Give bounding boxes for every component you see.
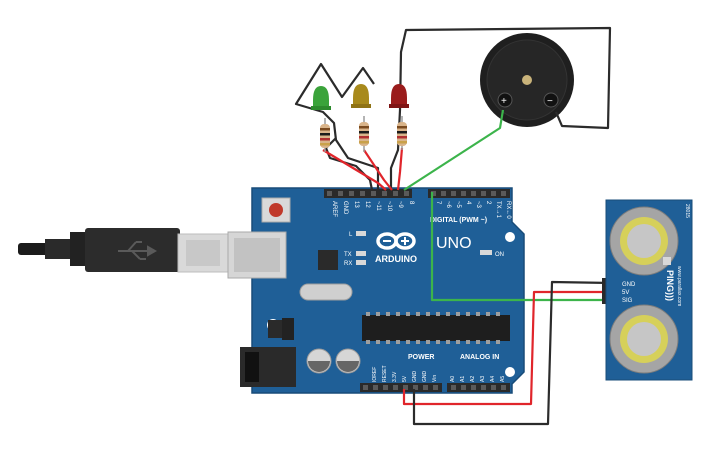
digital-header-right bbox=[428, 189, 510, 198]
sensor-led bbox=[663, 257, 671, 265]
pin-label-a0: A0 bbox=[450, 376, 456, 382]
voltage-regulator bbox=[268, 320, 282, 338]
pin-label-a4: A4 bbox=[490, 376, 496, 382]
pin-label-8: 8 bbox=[408, 201, 414, 205]
pin-label-0: RX←0 bbox=[505, 201, 511, 219]
status-leds: L TX RX bbox=[344, 231, 366, 267]
arduino-logo-icon bbox=[376, 232, 416, 250]
svg-text:L: L bbox=[349, 232, 353, 238]
svg-text:RX: RX bbox=[344, 261, 352, 267]
wire-buzzer-ground bbox=[389, 26, 612, 190]
pin-label-5: ~5 bbox=[455, 201, 461, 209]
power-led bbox=[480, 250, 492, 255]
power-label: POWER bbox=[408, 354, 434, 361]
buzzer-minus-label: − bbox=[547, 96, 553, 107]
atmega-chip bbox=[362, 315, 510, 341]
resistor-3 bbox=[397, 116, 407, 150]
wire-ground-led bbox=[294, 62, 380, 190]
sensor-name: PING))) bbox=[665, 270, 675, 301]
pin-label-a5: A5 bbox=[500, 376, 506, 382]
led-red bbox=[389, 84, 409, 108]
sensor-pin-sig: SIG bbox=[622, 298, 633, 304]
wire-led-yellow bbox=[363, 149, 393, 191]
pin-label-aref: AREF bbox=[331, 201, 337, 217]
pin-label-1: TX→1 bbox=[495, 201, 501, 219]
pin-label-reset: RESET bbox=[382, 365, 388, 382]
usb-cable bbox=[18, 228, 229, 273]
pin-label-vin: Vin bbox=[432, 375, 438, 382]
digital-header-label: DIGITAL (PWM ~) bbox=[430, 217, 487, 224]
usb-chip bbox=[318, 250, 338, 270]
pin-label-a2: A2 bbox=[470, 376, 476, 382]
analog-label: ANALOG IN bbox=[460, 354, 499, 361]
on-label: ON bbox=[495, 252, 504, 258]
pin-label-2: 2 bbox=[485, 201, 491, 205]
pin-label-11: ~11 bbox=[375, 201, 381, 211]
model-text: UNO bbox=[436, 235, 472, 252]
sensor-pin-gnd: GND bbox=[622, 282, 636, 288]
pin-label-10: ~10 bbox=[386, 201, 392, 212]
buzzer-plus-label: + bbox=[501, 96, 507, 107]
sensor-pin-5v: 5V bbox=[622, 290, 629, 296]
analog-header bbox=[447, 383, 510, 392]
piezo-buzzer: + − bbox=[480, 33, 574, 127]
wires bbox=[294, 26, 613, 426]
brand-text: ARDUINO bbox=[375, 254, 417, 264]
pin-label-9: ~9 bbox=[397, 201, 403, 209]
led-green bbox=[311, 86, 331, 110]
pin-label-gnd-1: GND bbox=[412, 371, 418, 383]
pin-label-a3: A3 bbox=[480, 376, 486, 382]
svg-text:TX: TX bbox=[344, 252, 352, 258]
digital-header-left bbox=[324, 189, 412, 198]
pin-label-13: 13 bbox=[353, 201, 359, 208]
pin-label-4: 4 bbox=[465, 201, 471, 205]
resistor-2 bbox=[359, 116, 369, 152]
wire-sensor-gnd bbox=[412, 280, 613, 426]
power-header bbox=[360, 383, 442, 392]
pin-label-7: 7 bbox=[435, 201, 441, 205]
crystal bbox=[299, 283, 353, 301]
resistor-1 bbox=[320, 118, 330, 152]
pin-label-6: ~6 bbox=[445, 201, 451, 209]
usb-icon bbox=[118, 241, 158, 260]
wire-sensor-5v bbox=[402, 290, 612, 406]
pin-label-3: ~3 bbox=[475, 201, 481, 209]
pin-label-3v3: 3.3V bbox=[392, 371, 398, 382]
ultrasonic-sensor: GND 5V SIG PING))) www.parallax.com 2801… bbox=[602, 199, 693, 381]
wire-led-green bbox=[322, 149, 387, 191]
pin-label-12: 12 bbox=[364, 201, 370, 208]
buzzer-center-icon bbox=[522, 75, 532, 85]
pin-label-gnd: GND bbox=[342, 201, 348, 215]
wire-led-red bbox=[396, 147, 404, 191]
reset-button[interactable] bbox=[269, 203, 283, 217]
pin-label-gnd-2: GND bbox=[422, 371, 428, 383]
sensor-website: www.parallax.com bbox=[676, 266, 682, 306]
pin-label-ioref: IOREF bbox=[372, 367, 378, 382]
pin-label-5v: 5V bbox=[402, 375, 408, 382]
sensor-part-no: 28015 bbox=[684, 204, 690, 218]
led-yellow bbox=[351, 84, 371, 108]
pin-label-a1: A1 bbox=[460, 376, 466, 382]
arduino-board: AREF GND 13 12 ~11 ~10 ~9 8 7 ~6 ~5 4 ~3… bbox=[227, 187, 525, 394]
wire-buzzer-signal bbox=[403, 109, 505, 191]
